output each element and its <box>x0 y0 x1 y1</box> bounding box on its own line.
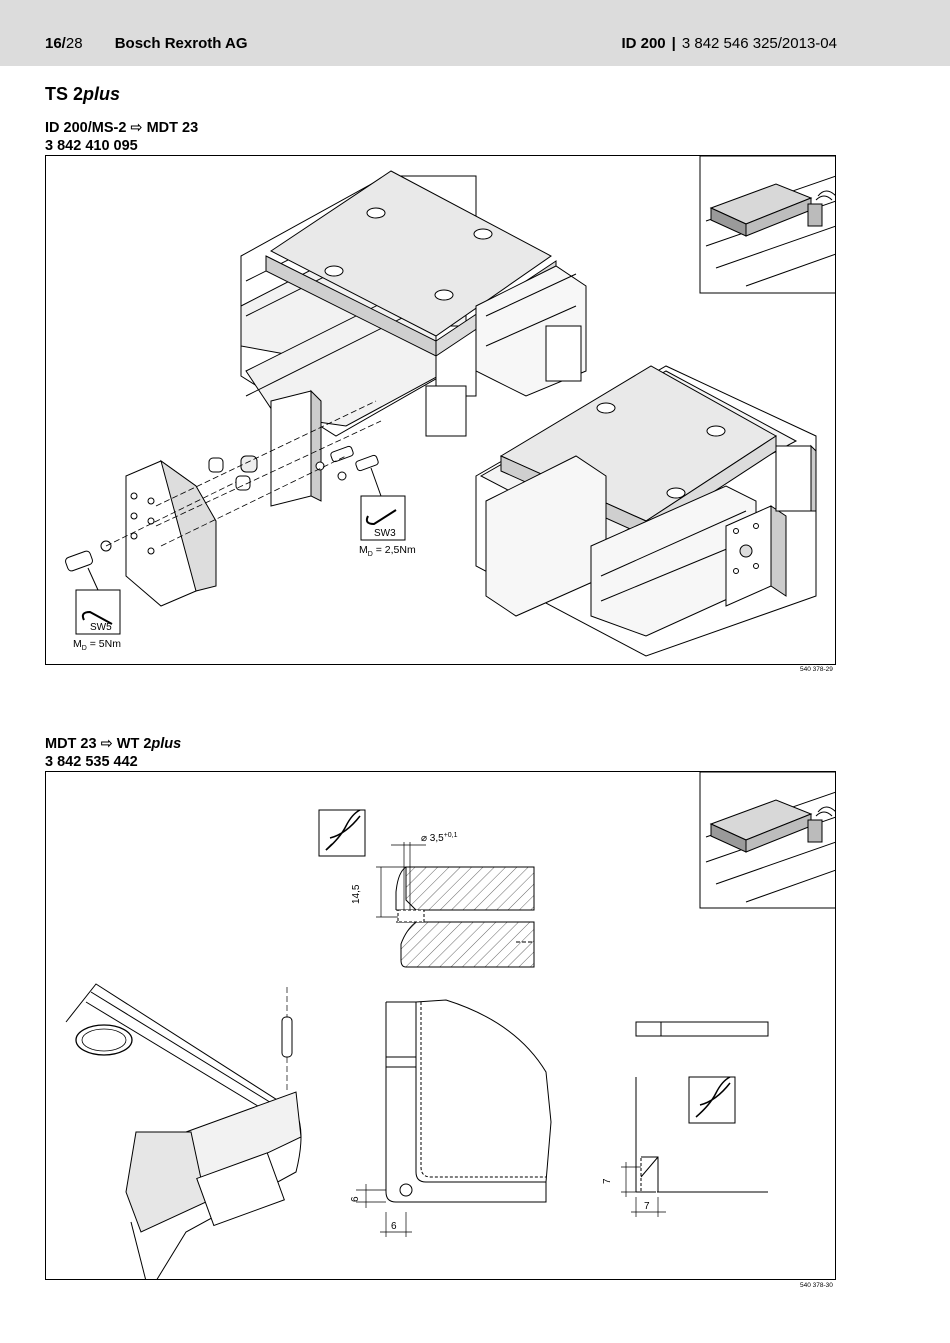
figure-code-1: 540 378-29 <box>800 666 833 673</box>
conveyor-module-lower <box>475 365 817 657</box>
figure-1: SW3 MD = 2,5Nm SW5 MD = 5Nm <box>45 155 836 665</box>
section2-line1: MDT 23 ⇨ WT 2plus <box>45 736 182 752</box>
drill-icon-1 <box>318 809 366 857</box>
sw3-label: SW3 <box>374 528 396 539</box>
dim-6-vertical: 6 <box>350 1196 361 1202</box>
section-view <box>376 842 535 968</box>
page-number: 16/ <box>45 35 66 52</box>
page-title: TS 2plus <box>45 84 121 104</box>
sw3-callout <box>360 467 406 541</box>
plan-view <box>356 999 552 1237</box>
inset-pallet-1 <box>705 175 835 287</box>
figure-2: ⌀ 3,5+0,1 14,5 6 6 7 7 <box>45 771 836 1280</box>
section1-title: ID 200/MS-2 ⇨ MDT 23 3 842 410 095 <box>45 119 198 155</box>
dim-6-horizontal: 6 <box>391 1221 397 1232</box>
header-separator: | <box>671 35 676 52</box>
section1-part-number: 3 842 410 095 <box>45 138 138 154</box>
doc-number: 3 842 546 325/2013-04 <box>681 35 837 52</box>
inset-pallet-2 <box>705 791 835 903</box>
md3-label: MD = 2,5Nm <box>359 544 416 558</box>
section1-line1: ID 200/MS-2 ⇨ MDT 23 <box>45 120 199 136</box>
page-total: 28 <box>65 35 83 52</box>
header-left: 16/28 Bosch Rexroth AG <box>45 35 248 52</box>
assembly-drawing-1: SW3 MD = 2,5Nm SW5 MD = 5Nm <box>65 156 835 657</box>
dim-7-horizontal: 7 <box>644 1201 650 1212</box>
md5-label: MD = 5Nm <box>73 638 121 652</box>
pallet-corner-view <box>65 983 302 1279</box>
section2-title: MDT 23 ⇨ WT 2plus 3 842 535 442 <box>45 735 181 771</box>
header-right: ID 200 | 3 842 546 325/2013-04 <box>621 35 837 52</box>
diameter-label: ⌀ 3,5+0,1 <box>421 832 458 844</box>
figure-code-2: 540 378-30 <box>800 1282 833 1289</box>
section2-part-number: 3 842 535 442 <box>45 754 138 770</box>
corner-detail <box>621 1021 769 1217</box>
exploded-parts <box>65 389 382 607</box>
sw5-callout <box>75 567 121 635</box>
conveyor-module-upper <box>240 170 587 437</box>
drilling-drawing: ⌀ 3,5+0,1 14,5 6 6 7 7 <box>65 772 835 1279</box>
height-label: 14,5 <box>351 884 362 904</box>
header-bar: 16/28 Bosch Rexroth AG ID 200 | 3 842 546 … <box>0 0 950 66</box>
dim-7-vertical: 7 <box>602 1178 613 1184</box>
sw5-label: SW5 <box>90 622 112 633</box>
company-name: Bosch Rexroth AG <box>114 35 248 52</box>
product-id: ID 200 <box>621 35 666 52</box>
